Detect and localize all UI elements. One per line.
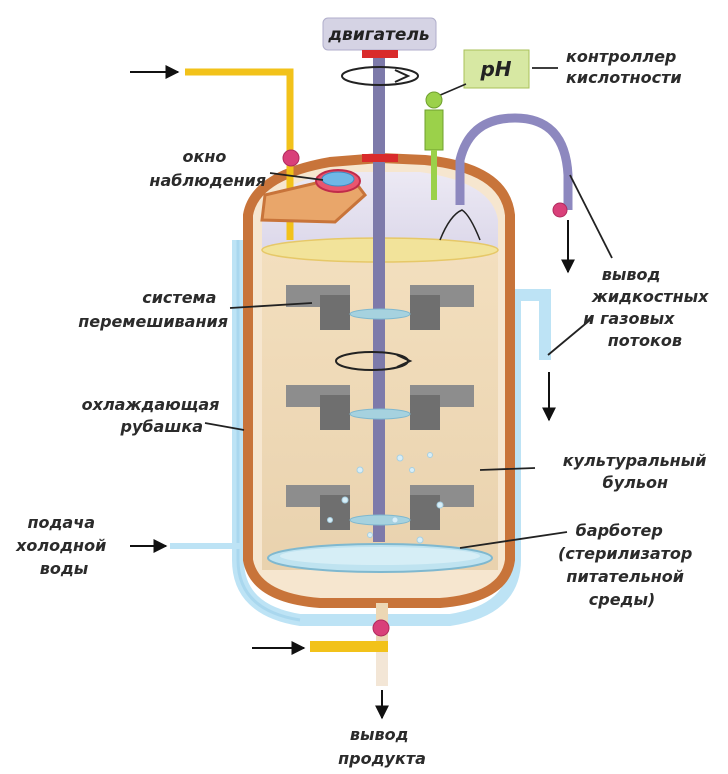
rotation-arrow-top (341, 66, 419, 86)
motor: двигатель (322, 17, 437, 58)
bottom-outlet (310, 603, 390, 686)
label-observation-window: окно наблюдения (149, 147, 266, 190)
label-acidity-controller: контроллер кислотности (566, 47, 682, 87)
leader-gas-outlet (569, 174, 613, 259)
label-product-outlet: вывод продукта (338, 725, 426, 768)
gas-outlet-tube (439, 113, 573, 241)
top-inlet-pipe (185, 68, 300, 240)
label-sparger: барботер (стерилизатор питательной среды… (558, 521, 698, 609)
label-culture-broth: культуральный бульон (563, 451, 712, 492)
rotation-arrow-middle (335, 351, 413, 371)
leader-mixing-system (229, 302, 313, 309)
cooling-jacket (232, 240, 551, 626)
shaft-seal (362, 154, 398, 162)
leader-jacket-outlet (547, 319, 591, 356)
label-cooling-jacket: охлаждающая рубашка (82, 395, 225, 436)
ph-probe: pH (424, 49, 530, 200)
impeller-middle (286, 385, 474, 430)
ph-label: pH (479, 57, 511, 81)
leader-observation-window (269, 172, 324, 181)
observation-window (260, 169, 368, 224)
leader-sparger (459, 531, 568, 549)
impeller-top (286, 285, 474, 330)
label-mixing-system: система перемешивания (78, 288, 228, 331)
leader-cooling-jacket (204, 422, 245, 431)
label-cold-water-supply: подача холодной воды (15, 513, 112, 578)
label-gas-liquid-outlet: вывод жидкостных и газовых потоков (583, 265, 714, 350)
agitator-shaft (373, 52, 385, 542)
gas-bubbles (327, 452, 444, 544)
sparger (267, 543, 493, 573)
motor-label: двигатель (327, 25, 429, 45)
leader-culture-broth (479, 467, 536, 471)
